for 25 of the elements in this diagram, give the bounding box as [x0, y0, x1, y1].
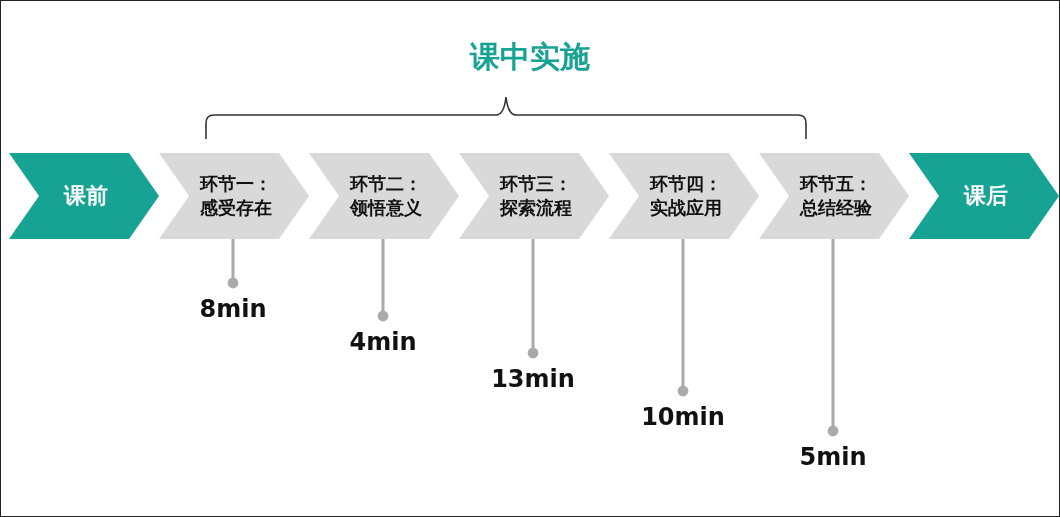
title: 课中实施 [468, 38, 591, 76]
step-label: 环节二：领悟意义 [348, 172, 423, 220]
leader-line [227, 239, 239, 289]
duration-label: 10min [638, 391, 728, 431]
leader-line [827, 239, 839, 437]
step-label: 课后 [964, 182, 1008, 210]
leader-line [677, 239, 689, 397]
chevron-step [609, 153, 759, 239]
chevron-step [159, 153, 309, 239]
step-label: 环节四：实战应用 [648, 172, 723, 220]
step-label: 环节三：探索流程 [498, 172, 573, 220]
duration-label: 8min [188, 283, 278, 323]
leader-line [527, 239, 539, 359]
chevron-step [9, 153, 159, 239]
chevron-step [309, 153, 459, 239]
chevron-step [759, 153, 909, 239]
leader-line [377, 239, 389, 322]
chevron-step [909, 153, 1059, 239]
duration-label: 5min [788, 431, 878, 471]
step-label: 环节一：感受存在 [198, 172, 273, 220]
duration-label: 13min [488, 353, 578, 393]
chevron-step [459, 153, 609, 239]
step-label: 课前 [64, 182, 108, 210]
duration-label: 4min [338, 316, 428, 356]
step-label: 环节五：总结经验 [798, 172, 873, 220]
